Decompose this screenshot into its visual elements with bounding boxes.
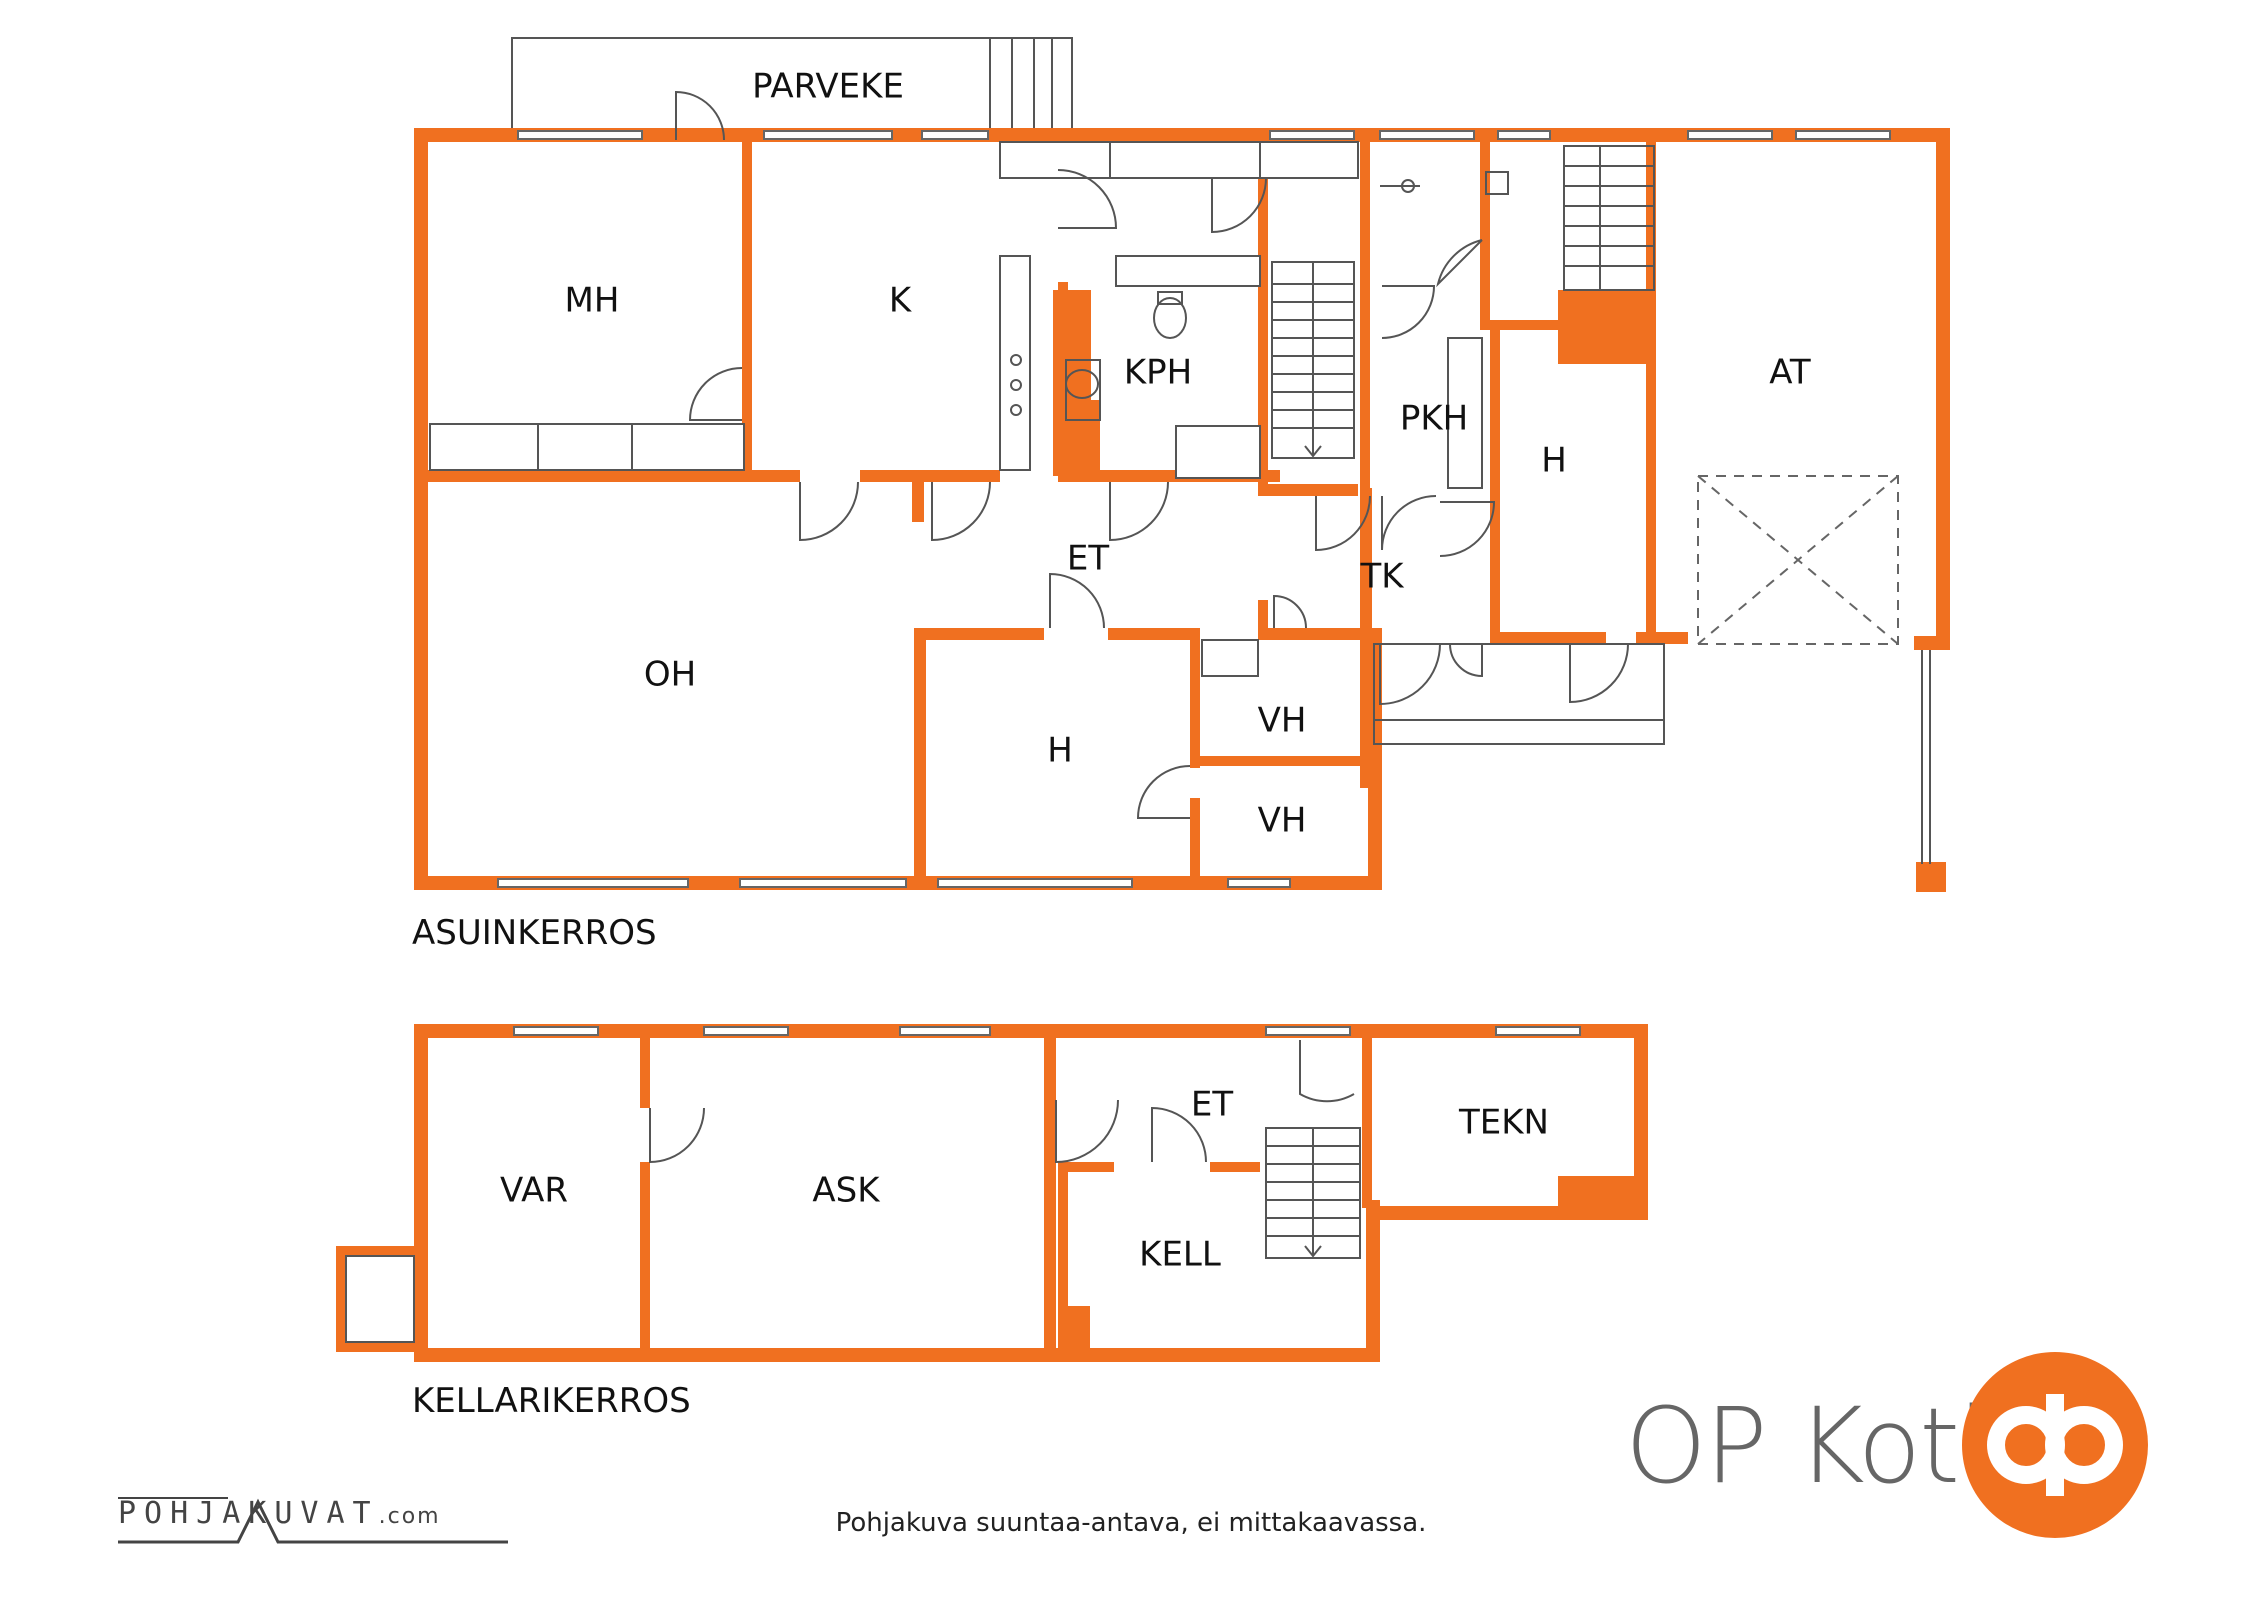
doors-main [675, 90, 1629, 819]
maker-name: POHJAKUVAT [118, 1496, 379, 1531]
room-label-var: VAR [500, 1171, 568, 1211]
stairs-basement-icon [1265, 1127, 1361, 1259]
room-label-vh2: VH [1258, 801, 1307, 841]
basement-floor: VAR ASK ET TEKN KELL KELLARIKERROS [336, 1024, 1648, 1421]
room-label-at: AT [1769, 353, 1811, 393]
stairs-upper-icon [1563, 145, 1655, 291]
maker-logo: POHJAKUVAT.com [118, 1496, 441, 1536]
maker-suffix: .com [378, 1504, 441, 1529]
exterior-walls [414, 128, 1950, 892]
op-logo-icon [1962, 1352, 2148, 1538]
basement-porch [345, 1255, 415, 1343]
windows-main [497, 130, 1891, 888]
room-label-mh: MH [565, 281, 620, 321]
room-label-vh1: VH [1258, 701, 1307, 741]
maker-underline [118, 1497, 508, 1544]
pkh-fixtures [1380, 171, 1509, 489]
windows-basement [513, 1026, 1581, 1036]
floor-label-basement: KELLARIKERROS [412, 1381, 691, 1421]
room-label-oh: OH [644, 655, 696, 695]
basement-room-labels: VAR ASK ET TEKN KELL [500, 1085, 1549, 1275]
doors-basement [649, 1040, 1355, 1164]
bathroom-fixtures [1065, 291, 1261, 479]
room-label-k: K [889, 281, 913, 321]
room-label-kell: KELL [1139, 1235, 1221, 1275]
room-label-pkh: PKH [1400, 399, 1468, 439]
kitchen-counters [999, 141, 1359, 471]
main-room-labels: PARVEKE MH K KPH PKH H AT ET TK OH H VH … [565, 67, 1811, 841]
floor-label-main: ASUINKERROS [412, 913, 657, 953]
room-label-tk: TK [1359, 557, 1405, 597]
garage-opening [1697, 475, 1931, 864]
main-floor: PARVEKE MH K KPH PKH H AT ET TK OH H VH … [412, 37, 1950, 953]
room-label-h1: H [1541, 441, 1567, 481]
room-label-parveke: PARVEKE [752, 67, 904, 107]
room-label-et: ET [1067, 539, 1109, 579]
room-label-kph: KPH [1124, 353, 1192, 393]
wardrobes [429, 423, 745, 471]
stairs-icon [1271, 261, 1355, 459]
room-label-et-basement: ET [1191, 1085, 1233, 1125]
disclaimer-text: Pohjakuva suuntaa-antava, ei mittakaavas… [835, 1508, 1427, 1538]
brand-name: OP Koti [1625, 1385, 1987, 1507]
room-label-h2: H [1047, 731, 1073, 771]
room-label-tekn: TEKN [1458, 1103, 1549, 1143]
entrance-porch [1373, 643, 1665, 745]
room-label-ask: ASK [812, 1171, 881, 1211]
interior-walls [428, 142, 1688, 890]
